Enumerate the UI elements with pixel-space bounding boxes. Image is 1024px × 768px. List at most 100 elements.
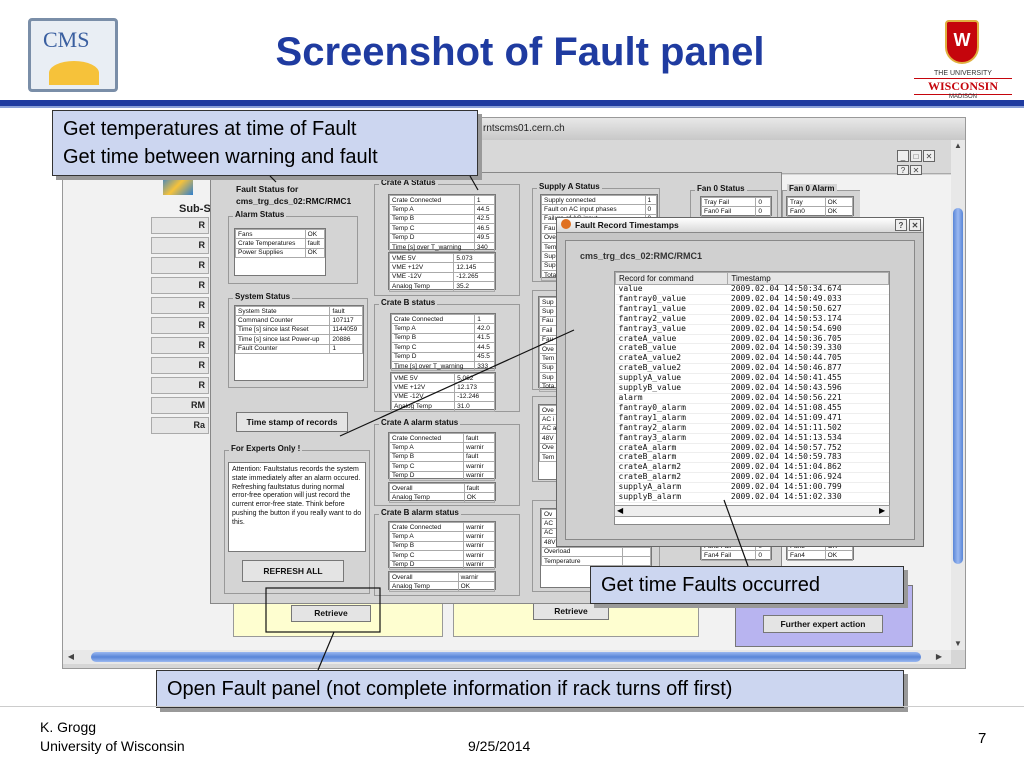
scroll-left-icon[interactable]: ◀ <box>67 652 75 661</box>
row-value: OK <box>824 550 854 561</box>
vertical-scroll-thumb[interactable] <box>953 208 963 564</box>
close-small-icon[interactable]: ✕ <box>910 165 922 175</box>
callout-temperatures-line1: Get temperatures at time of Fault <box>63 118 357 140</box>
sidebar-item-3[interactable]: R <box>151 257 209 274</box>
horizontal-scrollbar[interactable]: ◀ ▶ <box>63 650 951 664</box>
callout-temperatures-line2: Get time between warning and fault <box>63 146 378 168</box>
row-value: 2009.02.04 14:51:06.924 <box>727 472 889 484</box>
further-expert-action-button[interactable]: Further expert action <box>763 615 883 633</box>
row-label: fantray2_alarm <box>615 423 728 434</box>
row-value: 2009.02.04 14:50:43.596 <box>727 383 889 394</box>
maximize-icon[interactable]: □ <box>910 150 922 162</box>
row-value: 2009.02.04 14:50:53.174 <box>727 314 889 325</box>
vertical-scrollbar[interactable]: ▲ ▼ <box>951 140 965 650</box>
sidebar-item-11[interactable]: Ra <box>151 417 209 434</box>
uw-line3: MADISON <box>948 94 977 100</box>
footer-date: 9/25/2014 <box>468 738 531 754</box>
row-value: 340 <box>473 241 496 253</box>
scroll-down-icon[interactable]: ▼ <box>954 639 962 648</box>
experts-note: Attention: Faultstatus records the syste… <box>228 462 366 552</box>
horizontal-scroll-thumb[interactable] <box>91 652 921 662</box>
row-label: Fan4 Fail <box>700 550 757 561</box>
row-label: fantray0_alarm <box>615 403 728 414</box>
row-label: crateB_value <box>615 344 728 355</box>
row-label: Analog Temp <box>390 401 456 412</box>
row-label: fantray3_alarm <box>615 433 728 444</box>
system-status-title: System Status <box>233 292 293 301</box>
row-value: 2009.02.04 14:50:46.877 <box>727 363 889 375</box>
records-hscroll[interactable]: ◀ ▶ <box>614 505 890 517</box>
retrieve-a-button[interactable]: Retrieve <box>291 605 371 622</box>
row-label: supplyA_alarm <box>615 482 728 494</box>
help-icon[interactable]: ? <box>897 165 909 175</box>
dialog-app-icon <box>561 219 571 229</box>
close-icon[interactable]: ✕ <box>923 150 935 162</box>
row-label: Fault Counter <box>234 343 331 354</box>
records-scroll-left-icon[interactable]: ◀ <box>617 506 624 515</box>
alarm-status-title: Alarm Status <box>233 210 287 219</box>
experts-title: For Experts Only ! <box>229 444 303 453</box>
dialog-help-icon[interactable]: ? <box>895 219 907 231</box>
row-label: crateA_alarm2 <box>615 462 728 474</box>
sidebar-item-7[interactable]: R <box>151 337 209 354</box>
time-stamp-of-records-button[interactable]: Time stamp of records <box>236 412 348 432</box>
scroll-right-icon[interactable]: ▶ <box>935 652 943 661</box>
row-label: Analog Temp <box>388 281 455 292</box>
row-value: 2009.02.04 14:50:50.627 <box>727 304 889 315</box>
row-label: crateA_alarm <box>615 443 728 454</box>
sidebar-item-4[interactable]: R <box>151 277 209 294</box>
row-label: crateB_value2 <box>615 363 728 375</box>
row-label: alarm <box>615 393 728 404</box>
records-col-timestamp[interactable]: Timestamp <box>727 272 889 285</box>
minimize-icon[interactable]: _ <box>897 150 909 162</box>
row-label: fantray3_value <box>615 324 728 335</box>
sidebar-item-1[interactable]: R <box>151 217 209 234</box>
row-value: OK <box>304 247 326 259</box>
sidebar-item-6[interactable]: R <box>151 317 209 334</box>
row-label: Time [s] over T_warning <box>390 360 476 372</box>
sidebar-item-10[interactable]: RM <box>151 397 209 414</box>
sidebar-item-2[interactable]: R <box>151 237 209 254</box>
row-value: OK <box>457 581 496 592</box>
refresh-all-button[interactable]: REFRESH ALL <box>242 560 344 582</box>
window-url: rntscms01.cern.ch <box>483 123 565 134</box>
row-label: Fan0 Fail <box>700 206 757 217</box>
supply-a-title: Supply A Status <box>537 182 602 191</box>
row-value: 2009.02.04 14:50:39.330 <box>727 344 889 355</box>
records-scroll-right-icon[interactable]: ▶ <box>879 506 886 515</box>
scroll-up-icon[interactable]: ▲ <box>954 141 962 150</box>
sidebar-item-5[interactable]: R <box>151 297 209 314</box>
title-divider-light <box>0 106 1024 108</box>
footer-author: K. Grogg University of Wisconsin <box>40 718 185 756</box>
table-row: Temperature <box>541 555 652 567</box>
row-value: 2009.02.04 14:50:41.455 <box>727 373 889 385</box>
sidebar-item-8[interactable]: R <box>151 357 209 374</box>
sidebar-item-9[interactable]: R <box>151 377 209 394</box>
records-col-command[interactable]: Record for command <box>614 272 729 285</box>
dialog-device-label: cms_trg_dcs_02:RMC/RMC1 <box>580 251 703 261</box>
dialog-close-icon[interactable]: ✕ <box>909 219 921 231</box>
fan0-status-title: Fan 0 Status <box>695 184 747 193</box>
